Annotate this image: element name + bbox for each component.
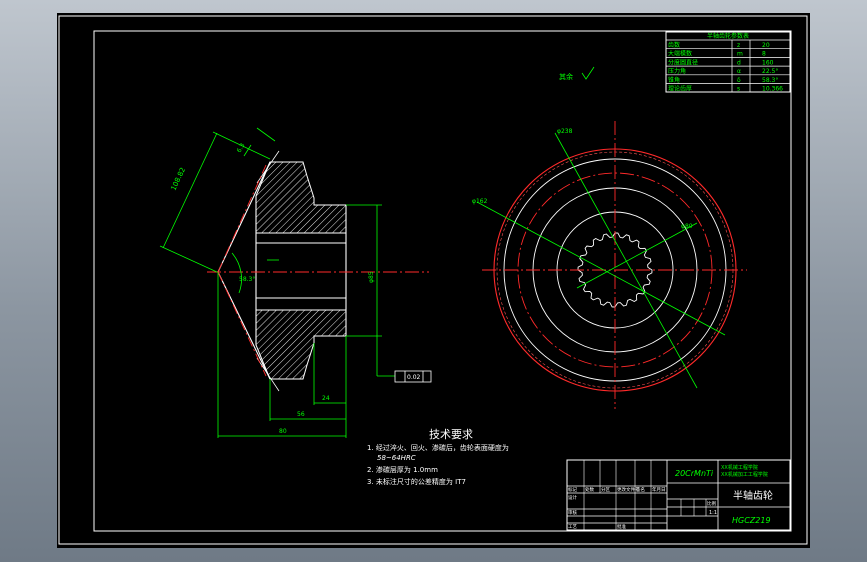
dim-slant: 108.82 [170, 166, 188, 192]
param-symbol: δ [737, 77, 741, 84]
tech-item: 3. 未标注尺寸的公差精度为 IT7 [367, 477, 466, 486]
title-block: 标记 处数 分区 更改文件号 签名 年月日 设计 审核 工艺 批准 比例 20C… [566, 459, 791, 531]
drawing-number: HGCZ219 [732, 516, 771, 525]
dim-width: 56 [297, 411, 305, 418]
tech-item: 1. 经过淬火、回火、渗碳后，齿轮表面硬度为 [367, 443, 509, 452]
param-name: 锥角 [668, 76, 680, 84]
dim-bore: φ85 [368, 271, 375, 283]
svg-text:年月日: 年月日 [652, 486, 666, 493]
dim-spline-dia: φ80 [681, 223, 693, 230]
pitch-line-lower [217, 271, 267, 377]
svg-text:批准: 批准 [617, 523, 626, 530]
outer-frame [58, 15, 808, 545]
params-table: 半轴齿轮参数表 齿数 z 20 大端模数 m 8 分度圆直径 d 160 压力角… [665, 31, 791, 93]
dim-inner-dia: φ162 [472, 198, 488, 205]
param-name: 压力角 [668, 67, 686, 75]
school-name: XX机械加工工程学院 [721, 471, 768, 478]
dim-total: 80 [279, 428, 287, 435]
param-value: 20 [762, 42, 770, 49]
param-value: 160 [762, 59, 774, 66]
front-view: φ238 φ162 φ80 [472, 121, 747, 409]
svg-text:其余: 其余 [559, 72, 573, 81]
param-value: 8 [762, 51, 766, 58]
svg-text:分区: 分区 [601, 486, 610, 493]
param-name: 齿数 [668, 41, 680, 49]
part-name: 半轴齿轮 [733, 489, 773, 502]
dim-hub: 24 [322, 395, 330, 402]
svg-text:0.02: 0.02 [407, 374, 421, 381]
svg-text:比例: 比例 [707, 500, 716, 507]
dim-small: 6.3 [236, 142, 247, 154]
svg-text:设计: 设计 [568, 494, 577, 501]
svg-text:审核: 审核 [568, 509, 577, 516]
tech-requirements: 技术要求 1. 经过淬火、回火、渗碳后，齿轮表面硬度为 58~64HRC 2. … [367, 428, 509, 486]
param-symbol: s [737, 86, 740, 93]
drawing-sheet[interactable]: 半轴齿轮参数表 齿数 z 20 大端模数 m 8 分度圆直径 d 160 压力角… [57, 13, 810, 548]
inner-frame [93, 30, 792, 532]
hatch-upper [255, 161, 347, 234]
param-symbol: α [737, 68, 741, 75]
tech-heading: 技术要求 [429, 428, 473, 441]
drawing-canvas[interactable]: 半轴齿轮参数表 齿数 z 20 大端模数 m 8 分度圆直径 d 160 压力角… [57, 13, 810, 548]
scale: 1:1 [709, 510, 717, 516]
svg-text:处数: 处数 [585, 486, 594, 493]
param-value: 58.3° [762, 77, 778, 84]
hatch-lower [255, 309, 347, 380]
param-symbol: z [737, 42, 740, 49]
svg-text:更改文件号: 更改文件号 [617, 486, 640, 493]
roughness-note: 其余 [559, 66, 595, 81]
pitch-line-upper [217, 164, 267, 273]
section-view: 108.82 6.3 58.3° 80 56 24 φ85 0.02 [159, 127, 432, 438]
tolerance-frame: 0.02 [394, 370, 432, 383]
svg-text:工艺: 工艺 [568, 524, 577, 530]
params-table-title: 半轴齿轮参数表 [707, 32, 749, 40]
tech-item: 58~64HRC [377, 454, 416, 462]
param-value: 22.5° [762, 68, 778, 75]
param-value: 10.366 [762, 86, 783, 93]
param-name: 大端模数 [668, 50, 692, 58]
param-symbol: m [737, 51, 743, 58]
material: 20CrMnTi [675, 469, 714, 478]
param-symbol: d [737, 59, 741, 66]
svg-text:签名: 签名 [636, 486, 645, 493]
dim-outer-dia: φ238 [557, 128, 573, 135]
school-name: XX机械工程学院 [721, 464, 758, 471]
dim-angle: 58.3° [239, 276, 255, 283]
svg-text:标记: 标记 [568, 486, 577, 493]
param-name: 分度圆直径 [668, 58, 698, 66]
tech-item: 2. 渗碳层厚为 1.0mm [367, 465, 438, 474]
param-name: 理论齿厚 [668, 85, 692, 93]
